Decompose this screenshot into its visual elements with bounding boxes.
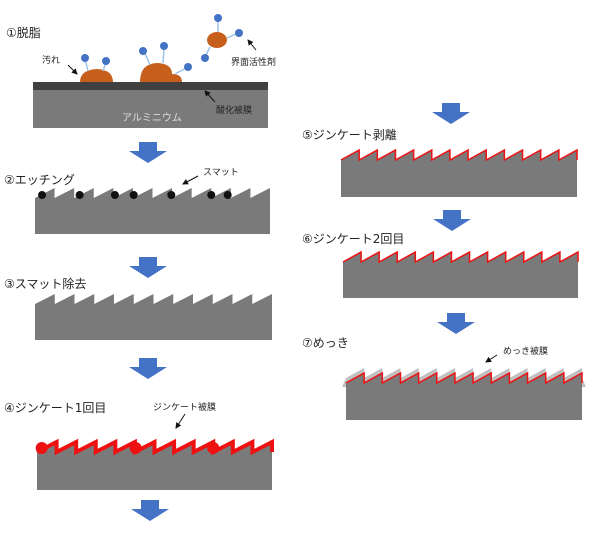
surfactant-heads xyxy=(81,14,243,71)
smut-particle xyxy=(223,191,232,199)
plating-pointer-arrow xyxy=(485,354,498,363)
zincate-film xyxy=(36,438,274,456)
dirt-particle-lifted xyxy=(207,32,227,48)
smut-pointer-arrow xyxy=(182,175,199,185)
step-3-cleaned-slab xyxy=(35,294,272,340)
dirt-particle xyxy=(80,69,113,82)
step-2-etched-slab xyxy=(35,188,270,234)
step-4-label: ④ジンケート1回目 xyxy=(4,401,106,415)
zincate-film xyxy=(342,250,579,264)
step-7-label: ⑦めっき xyxy=(302,336,349,350)
aluminum-substrate xyxy=(35,188,270,234)
aluminum-substrate xyxy=(33,90,268,128)
aluminum-label: アルミニウム xyxy=(122,112,182,124)
zincate-deposit xyxy=(129,442,142,454)
step-1-degreasing: ①脱脂 アルミニウム 汚れ 界面活性剤 酸化被膜 xyxy=(6,14,276,128)
oxide-pointer-arrow xyxy=(204,90,216,103)
step-2-label: ②エッチング xyxy=(4,173,75,187)
aluminum-substrate xyxy=(35,294,272,340)
aluminum-substrate xyxy=(341,150,577,197)
process-arrow xyxy=(129,358,167,379)
dirt-pointer-arrow xyxy=(67,64,78,75)
surfactant-label: 界面活性剤 xyxy=(231,56,276,68)
process-arrow xyxy=(129,142,167,163)
smut-particle xyxy=(129,191,138,199)
surfactant-pointer-arrow xyxy=(247,39,257,51)
step-6-label: ⑥ジンケート2回目 xyxy=(302,232,404,246)
smut-label: スマット xyxy=(203,168,239,178)
step-6-zincate2-slab xyxy=(342,250,579,298)
process-arrow xyxy=(437,313,475,334)
smut-particle xyxy=(75,191,84,199)
zincate-pointer-arrow xyxy=(175,413,186,429)
process-arrow xyxy=(432,103,470,124)
step-7-plated-slab xyxy=(342,368,586,420)
aluminum-substrate xyxy=(343,252,578,298)
zincate-film xyxy=(340,148,578,162)
smut-particle xyxy=(110,191,119,199)
step-5-stripped-slab xyxy=(340,148,578,197)
aluminum-substrate xyxy=(346,373,582,420)
oxide-film xyxy=(33,82,268,90)
smut-particle xyxy=(38,191,47,199)
zincate-deposit xyxy=(35,442,48,454)
step-1-label: ①脱脂 xyxy=(6,25,41,40)
zincate-film xyxy=(345,371,583,385)
dirt-particle xyxy=(140,63,182,82)
step-5-label: ⑤ジンケート剥離 xyxy=(302,128,397,142)
zincate-label: ジンケート被膜 xyxy=(153,401,216,413)
step-4-zincate-slab xyxy=(35,438,274,490)
smut-particle xyxy=(207,191,216,199)
oxide-label: 酸化被膜 xyxy=(216,104,252,116)
zincate-deposit xyxy=(207,442,220,454)
step-3-label: ③スマット除去 xyxy=(4,276,86,291)
dirt-label: 汚れ xyxy=(42,54,60,66)
plating-label: めっき被膜 xyxy=(503,345,548,357)
smut-particle xyxy=(167,191,176,199)
process-arrow xyxy=(129,257,167,278)
process-arrow xyxy=(131,500,169,521)
process-arrow xyxy=(433,210,471,231)
